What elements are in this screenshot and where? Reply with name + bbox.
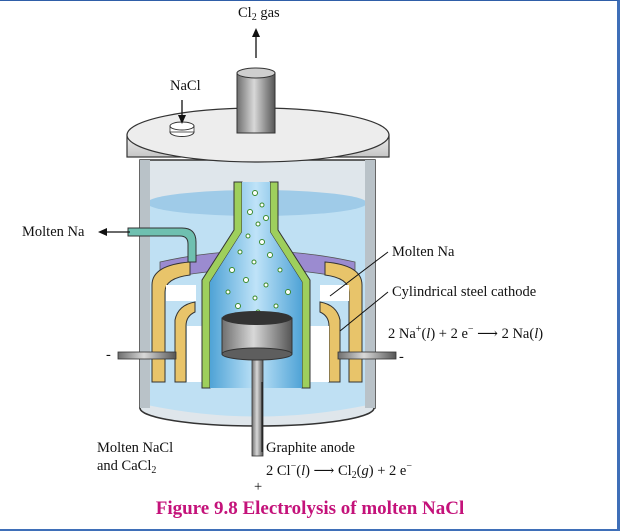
anode-label: Graphite anode <box>266 440 355 457</box>
electrolyte-label-line2: and CaCl2 <box>97 458 156 479</box>
anode-equation: 2 Cl−(l) ⟶ Cl2(g) + 2 e− <box>266 458 412 484</box>
left-terminal-rod <box>118 352 176 359</box>
plus-bottom-label: + <box>254 479 262 496</box>
right-terminal-rod <box>338 352 396 359</box>
electrolyte-label-line1: Molten NaCl <box>97 440 173 457</box>
nacl-feed-label: NaCl <box>170 78 201 95</box>
molten-na-label: Molten Na <box>392 244 454 261</box>
cathode-equation: 2 Na+(l) + 2 e− ⟶ 2 Na(l) <box>388 321 543 343</box>
minus-right-label: - <box>399 349 404 366</box>
molten-na-outlet-label: Molten Na <box>22 224 84 241</box>
figure-caption: Figure 9.8 Electrolysis of molten NaCl <box>0 498 620 520</box>
cathode-label: Cylindrical steel cathode <box>392 284 536 301</box>
chlorine-gas-label: Cl2 gas <box>238 5 280 26</box>
gas-outlet-stack <box>237 68 275 133</box>
minus-left-label: - <box>106 347 111 364</box>
